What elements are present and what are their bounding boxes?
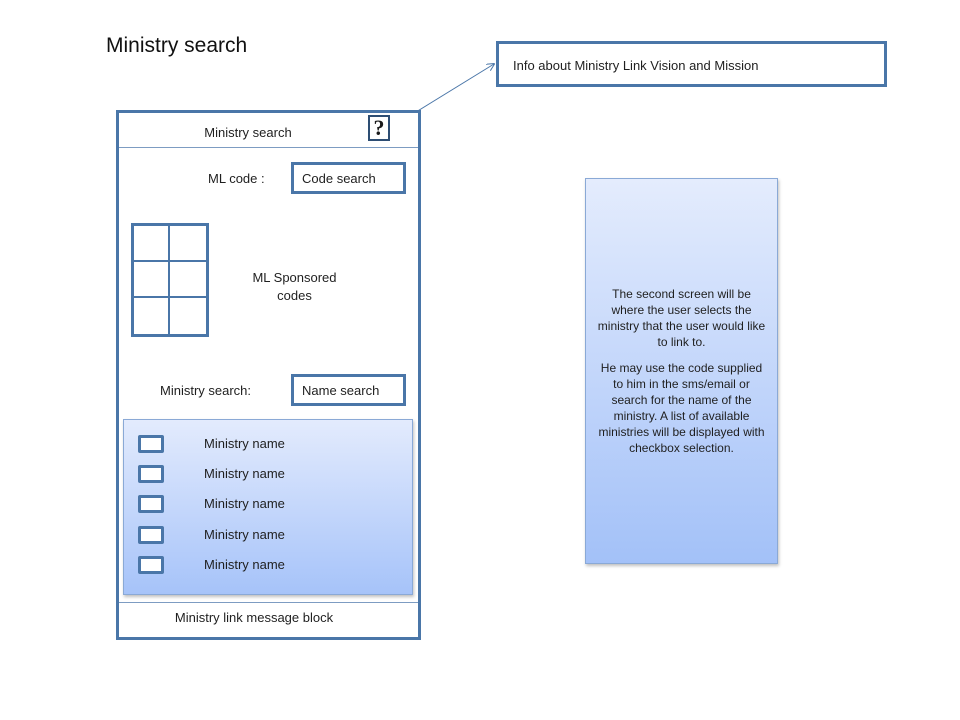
ministry-checkbox[interactable]: [138, 495, 164, 513]
message-block-label: Ministry link message block: [174, 610, 334, 625]
sponsored-code-cell[interactable]: [134, 298, 170, 334]
sponsored-code-cell[interactable]: [170, 262, 206, 298]
sponsored-codes-grid[interactable]: [131, 223, 209, 337]
code-search-input-text: Code search: [302, 171, 376, 186]
ministry-name-label: Ministry name: [204, 527, 285, 542]
ministry-name-label: Ministry name: [204, 466, 285, 481]
ministry-list-panel: [123, 419, 413, 595]
sponsored-code-cell[interactable]: [170, 298, 206, 334]
header-divider: [119, 147, 418, 148]
sponsored-codes-label: ML Sponsored codes: [232, 269, 357, 305]
message-block-divider: [119, 602, 418, 603]
sponsored-code-cell[interactable]: [134, 262, 170, 298]
ml-code-label: ML code :: [208, 171, 265, 186]
ministry-checkbox[interactable]: [138, 435, 164, 453]
page-title: Ministry search: [106, 34, 248, 57]
ministry-checkbox[interactable]: [138, 465, 164, 483]
ministry-name-label: Ministry name: [204, 496, 285, 511]
sponsored-codes-label-line2: codes: [277, 288, 312, 303]
screen-header-title: Ministry search: [204, 125, 292, 140]
ministry-name-label: Ministry name: [204, 436, 285, 451]
ministry-checkbox[interactable]: [138, 526, 164, 544]
help-button[interactable]: ?: [368, 115, 390, 141]
ministry-checkbox[interactable]: [138, 556, 164, 574]
sponsored-codes-label-line1: ML Sponsored: [252, 270, 337, 285]
name-search-input[interactable]: Name search: [291, 374, 406, 406]
code-search-input[interactable]: Code search: [291, 162, 406, 194]
info-callout-text: Info about Ministry Link Vision and Miss…: [513, 58, 759, 73]
sponsored-code-cell[interactable]: [134, 226, 170, 262]
description-note-panel: The second screen will be where the user…: [585, 178, 778, 564]
question-mark-icon: ?: [373, 115, 385, 140]
info-callout-box: Info about Ministry Link Vision and Miss…: [496, 41, 887, 87]
note-paragraph-2: He may use the code supplied to him in t…: [598, 361, 765, 455]
name-search-input-text: Name search: [302, 383, 380, 398]
note-paragraph-1: The second screen will be where the user…: [597, 287, 766, 349]
ministry-name-label: Ministry name: [204, 557, 285, 572]
sponsored-code-cell[interactable]: [170, 226, 206, 262]
ministry-search-label: Ministry search:: [160, 383, 252, 398]
